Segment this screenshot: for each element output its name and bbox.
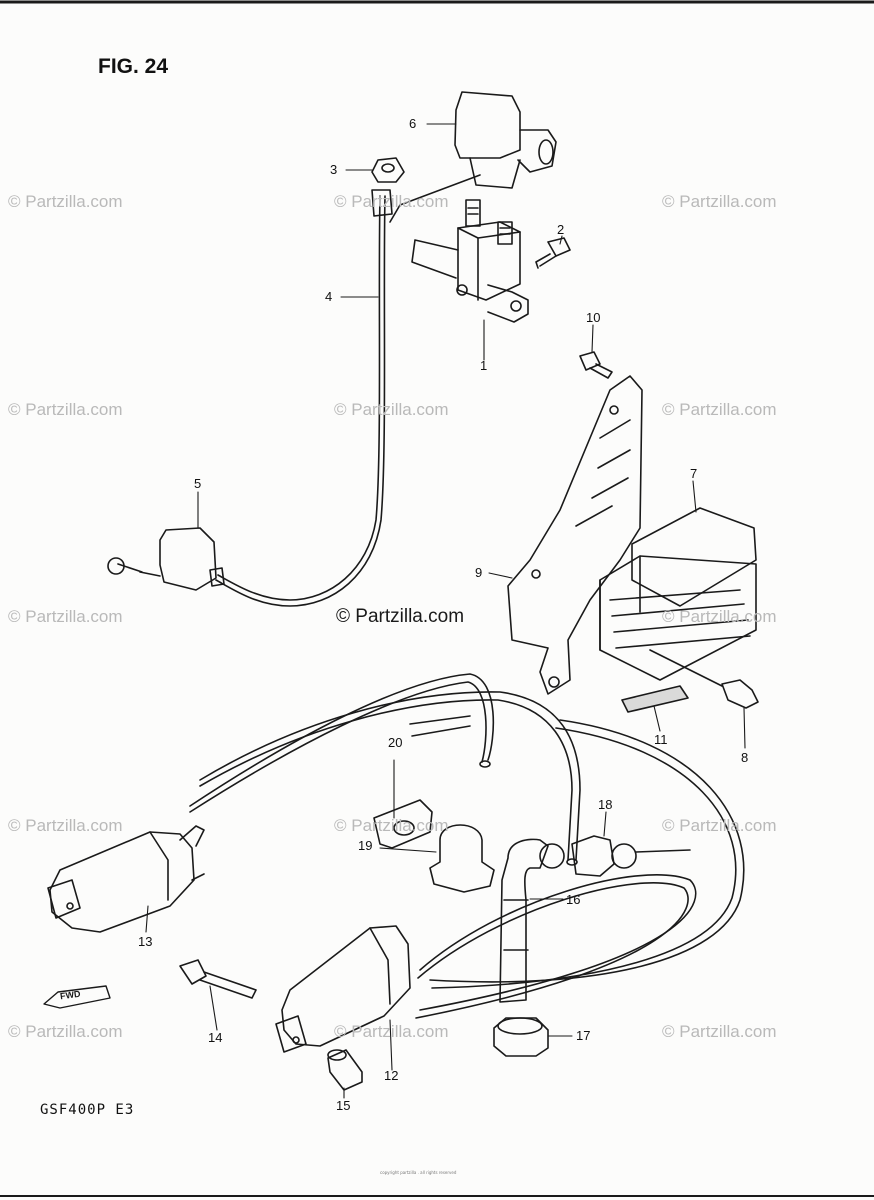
center-watermark: © Partzilla.com: [336, 606, 465, 627]
watermark: © Partzilla.com: [662, 1022, 777, 1041]
part-9-bracket: [507, 375, 643, 695]
callout-16: 16: [566, 892, 581, 907]
watermark: © Partzilla.com: [662, 400, 777, 419]
footer-note: copyright partzilla . all rights reserve…: [380, 1170, 457, 1175]
callout-13: 13: [138, 934, 153, 949]
watermark: © Partzilla.com: [8, 192, 123, 211]
watermark: © Partzilla.com: [662, 607, 777, 626]
callout-17: 17: [576, 1028, 591, 1043]
callout-12: 12: [384, 1068, 399, 1083]
part-2-bolt: [535, 237, 571, 269]
watermark: © Partzilla.com: [334, 1022, 449, 1041]
part-16-vacuum-hose: [499, 838, 549, 1003]
part-20-clamp: [373, 799, 433, 849]
model-code: GSF400P E3: [40, 1102, 135, 1118]
callout-3: 3: [330, 162, 338, 177]
part-4-battery-wire: [215, 189, 393, 607]
callout-5: 5: [194, 476, 202, 491]
watermark: © Partzilla.com: [8, 1022, 123, 1041]
part-1-starter-relay: [411, 199, 529, 323]
part-15-collar: [327, 1049, 363, 1091]
watermark: © Partzilla.com: [662, 192, 777, 211]
callout-7: 7: [690, 466, 698, 481]
watermark: © Partzilla.com: [334, 816, 449, 835]
callout-8: 8: [741, 750, 749, 765]
part-18-filter: [539, 835, 691, 877]
part-5-terminal-boot: [107, 527, 225, 591]
callout-14: 14: [208, 1030, 223, 1045]
part-17-rubber-cap: [493, 1017, 549, 1057]
part-19-cap: [429, 824, 495, 893]
part-14-bolt: [179, 959, 257, 999]
high-tension-leads: [189, 673, 745, 1019]
watermark: © Partzilla.com: [662, 816, 777, 835]
callout-20: 20: [388, 735, 403, 750]
figure-title: FIG. 24: [98, 55, 169, 78]
callout-19: 19: [358, 838, 373, 853]
leader-lines: [145, 123, 746, 1099]
part-10-bolt: [579, 351, 613, 379]
callout-2: 2: [557, 222, 565, 237]
part-13-ignition-coil: [47, 825, 205, 933]
watermark: © Partzilla.com: [334, 192, 449, 211]
callout-9: 9: [475, 565, 483, 580]
callout-1: 1: [480, 358, 488, 373]
callout-11: 11: [654, 732, 668, 747]
part-7-regulator-rectifier: [599, 507, 757, 681]
part-6-boot-cap: [389, 91, 557, 223]
part-11-label: [621, 685, 689, 713]
part-3-nut: [371, 157, 405, 183]
watermark: © Partzilla.com: [8, 816, 123, 835]
callout-18: 18: [598, 797, 613, 812]
part-8-screw: [649, 649, 759, 709]
watermark: © Partzilla.com: [8, 400, 123, 419]
callout-15: 15: [336, 1098, 351, 1113]
part-12-ignition-coil: [275, 925, 411, 1053]
fwd-arrow: [43, 985, 111, 1009]
callout-4: 4: [325, 289, 333, 304]
callout-6: 6: [409, 116, 417, 131]
watermark: © Partzilla.com: [8, 607, 123, 626]
watermark: © Partzilla.com: [334, 400, 449, 419]
callout-10: 10: [586, 310, 601, 325]
